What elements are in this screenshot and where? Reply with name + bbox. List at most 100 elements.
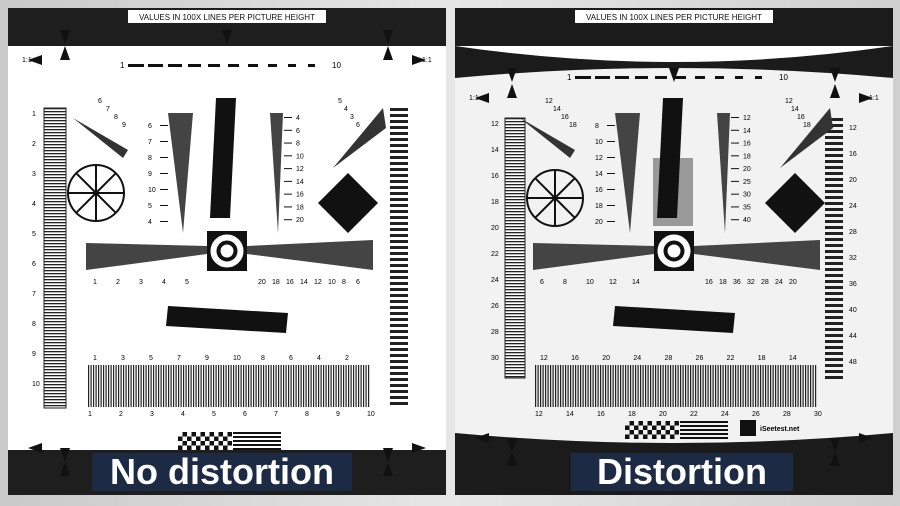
bar-block-line (350, 365, 352, 407)
right-scale-line (825, 232, 843, 235)
left-scale-line (44, 264, 66, 266)
alignment-triangle-icon (475, 433, 489, 443)
bar-block-line (203, 365, 205, 407)
left-scale-line (44, 357, 66, 359)
tick (731, 193, 739, 195)
bar-block-label: 26 (696, 355, 704, 362)
left-scale-line (44, 162, 66, 164)
bar-block-line (602, 365, 604, 407)
top-scale-end: 10 (779, 73, 788, 82)
bar-block-line (682, 365, 684, 407)
bar-block-line (812, 365, 814, 407)
bar-block-line (805, 365, 807, 407)
bar-block-label: 24 (633, 355, 641, 362)
bar-block-line (353, 365, 355, 407)
top-scale-segment (655, 76, 667, 79)
right-scale-line (390, 150, 408, 153)
bar-block-line (98, 365, 100, 407)
left-scale-line (44, 195, 66, 197)
right-scale-line (825, 202, 843, 205)
left-scale-line (44, 333, 66, 335)
right-scale-line (390, 126, 408, 129)
right-scale-label: 24 (849, 203, 857, 210)
bar-block-line (125, 365, 127, 407)
wedge-right-label: 5 (338, 98, 342, 105)
right-scale-line (825, 310, 843, 313)
bar-block-line (545, 365, 547, 407)
vertical-scale-right-label: 18 (743, 153, 751, 160)
vertical-scale-right-label: 12 (296, 166, 304, 173)
bar-block-line (642, 365, 644, 407)
checker-square (634, 434, 639, 439)
bar-block-line (358, 365, 360, 407)
bar-block-line (572, 365, 574, 407)
left-scale-line (505, 346, 525, 348)
left-scale-line (44, 252, 66, 254)
left-scale-line (44, 123, 66, 125)
tick (731, 180, 739, 182)
bar-block-line (340, 365, 342, 407)
bar-block-line (333, 365, 335, 407)
right-scale-line (390, 324, 408, 327)
right-scale-line (390, 342, 408, 345)
left-scale-line (44, 321, 66, 323)
left-scale-line (44, 231, 66, 233)
bar-block-line (138, 365, 140, 407)
top-scale-start: 1 (567, 73, 572, 82)
right-scale-line (825, 370, 843, 373)
left-scale-line (44, 222, 66, 224)
bar-block-line (225, 365, 227, 407)
bar-block-line (590, 365, 592, 407)
checker-square (656, 421, 661, 426)
bottom-scale-label: 7 (274, 411, 278, 418)
left-scale-line (44, 198, 66, 200)
left-scale-line (505, 238, 525, 240)
top-scale-segment (715, 76, 724, 79)
right-scale-label: 12 (849, 125, 857, 132)
right-scale-line (825, 376, 843, 379)
bar-block-line (700, 365, 702, 407)
left-scale-line (44, 330, 66, 332)
checker-square (214, 445, 219, 450)
vertical-scale-right-label: 14 (743, 128, 751, 135)
tick (607, 125, 615, 126)
corner-label: 1:1 (422, 57, 432, 64)
bar-block-line (585, 365, 587, 407)
bar-block-line (298, 365, 300, 407)
horizontal-scale-label: 32 (747, 279, 755, 286)
bar-block-line (310, 365, 312, 407)
bar-block-line (660, 365, 662, 407)
bar-block-line (555, 365, 557, 407)
bar-block-line (288, 365, 290, 407)
bar-block-line (313, 365, 315, 407)
left-scale-label: 30 (491, 355, 499, 362)
tick (160, 189, 168, 190)
left-scale-line (505, 337, 525, 339)
right-scale-line (825, 292, 843, 295)
bar-block-line (662, 365, 664, 407)
left-scale-line (505, 355, 525, 357)
alignment-triangle-icon (507, 438, 517, 452)
checker-square (670, 425, 675, 430)
left-scale-line (505, 352, 525, 354)
horizontal-scale-label: 14 (632, 279, 640, 286)
wedge-right-label: 3 (350, 114, 354, 121)
bar-block-line (740, 365, 742, 407)
bar-block-line (320, 365, 322, 407)
bar-block-line (795, 365, 797, 407)
star-spoke (95, 192, 117, 214)
bar-block-line (185, 365, 187, 407)
left-scale-label: 24 (491, 277, 499, 284)
bar-block-line (118, 365, 120, 407)
left-scale-line (44, 114, 66, 116)
tick (607, 221, 615, 222)
bar-block-line (767, 365, 769, 407)
right-scale-line (825, 238, 843, 241)
bar-block-line (617, 365, 619, 407)
left-scale-line (505, 148, 525, 150)
left-scale-line (505, 250, 525, 252)
horizontal-scale-label: 16 (286, 279, 294, 286)
bar-block-line (787, 365, 789, 407)
left-scale-line (44, 402, 66, 404)
bar-block-line (625, 365, 627, 407)
